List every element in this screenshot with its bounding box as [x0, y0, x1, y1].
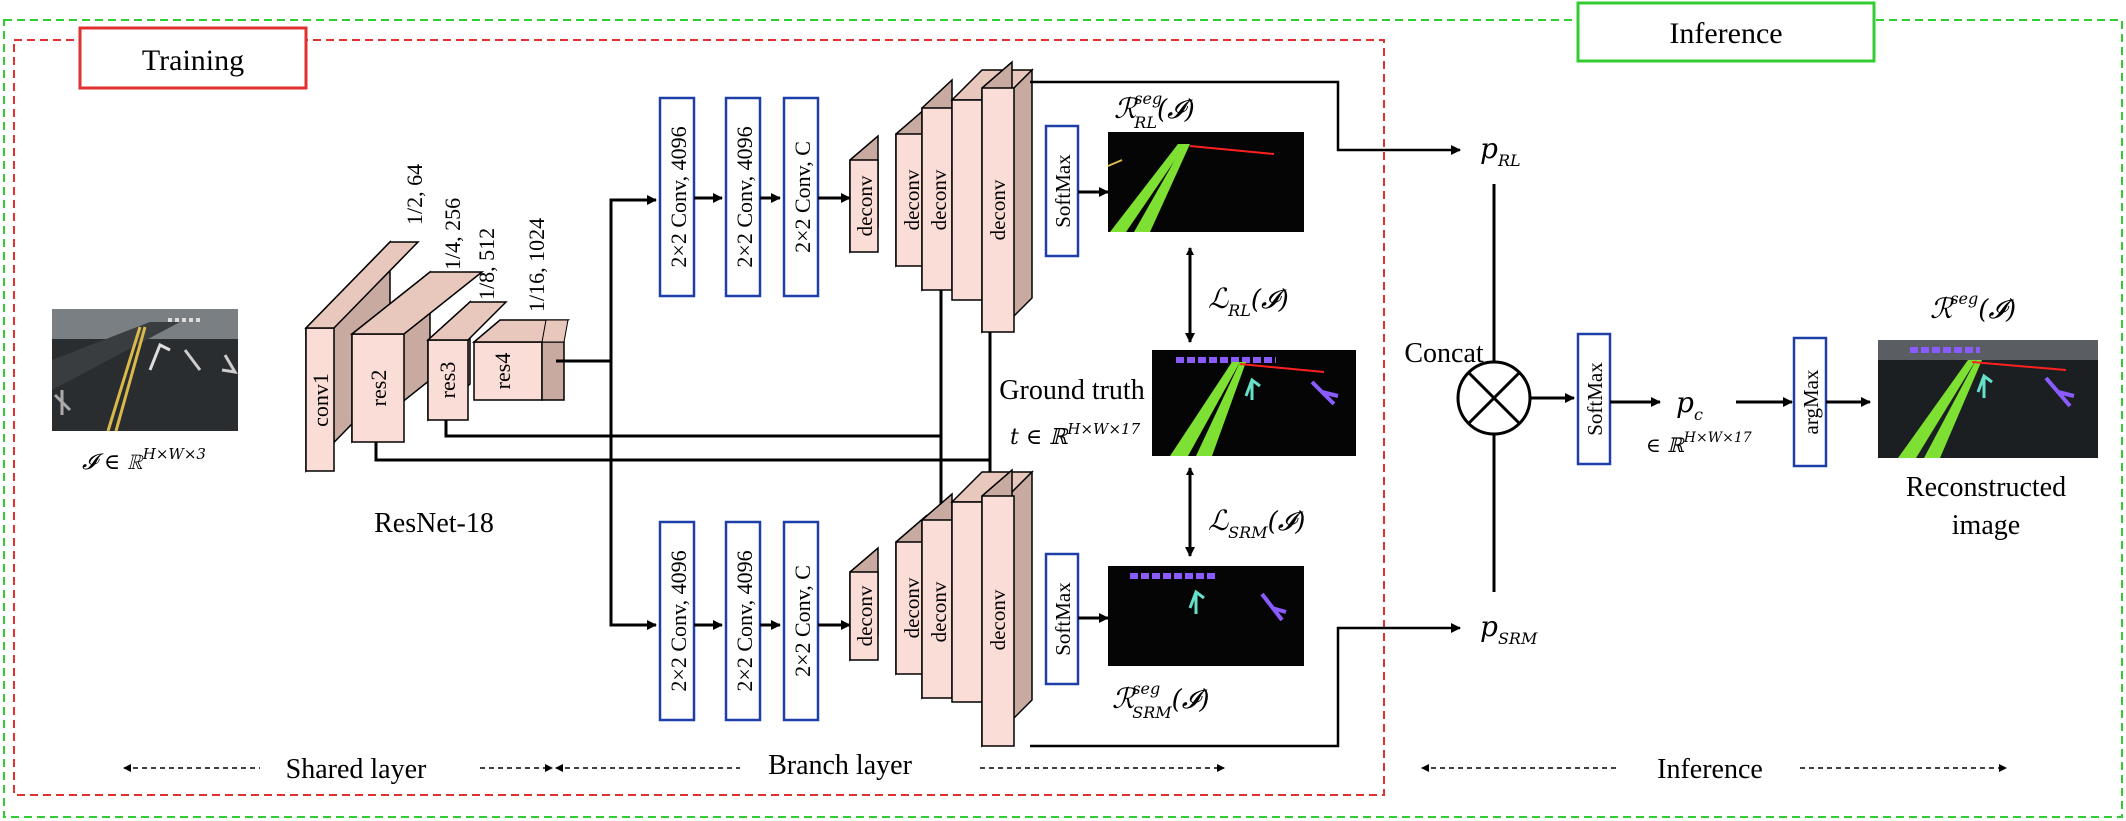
lower-softmax-label: SoftMax [1051, 582, 1075, 656]
concat-label: Concat [1404, 338, 1484, 369]
p-srm-label: pSRM [1480, 610, 1538, 648]
inference-tag-box [1576, 1, 1876, 63]
backbone-connections [374, 195, 990, 630]
input-caption: 𝓘 ∈ ℝH×W×3 [82, 445, 206, 475]
rseg-label: ℛseg(𝓘) [1930, 289, 2016, 325]
lower-conv-3-label: 2×2 Conv, C [790, 565, 815, 677]
upper-deconv-stack [849, 60, 1034, 334]
block-res3: res3 [435, 362, 460, 399]
upper-conv-3 [782, 96, 820, 298]
concat-operator [1456, 360, 1532, 436]
block-res2: res2 [366, 370, 391, 407]
pc-space: ∈ ℝH×W×17 [1646, 430, 1752, 457]
inference-tag: Inference [1669, 17, 1782, 50]
lower-deconv-2: deconv [900, 577, 924, 638]
loss-rl-label: ℒRL(𝓘) [1208, 282, 1289, 320]
scale-res4: 1/8, 512 [474, 228, 499, 300]
training-tag-box [78, 26, 308, 90]
lower-softmax-box [1044, 552, 1080, 686]
scale-res5: 1/16, 1024 [524, 218, 549, 312]
reconstructed-image [1878, 340, 2098, 458]
branch-layer-label: Branch layer [768, 750, 912, 781]
lower-conv-2-label: 2×2 Conv, 4096 [732, 550, 757, 691]
upper-deconv-3: deconv [927, 169, 951, 230]
lower-deconv-3: deconv [927, 581, 951, 642]
upper-deconv-1: deconv [853, 175, 877, 236]
lower-conv-2 [724, 520, 762, 722]
upper-softmax-label: SoftMax [1051, 154, 1075, 228]
lower-conv-1 [658, 520, 696, 722]
lower-branch [658, 520, 851, 722]
shared-layer-label: Shared layer [286, 754, 427, 785]
loss-srm-label: ℒSRM(𝓘) [1208, 504, 1305, 542]
upper-deconv-2: deconv [900, 169, 924, 230]
argmax-label: argMax [1799, 369, 1823, 434]
lower-conv-3 [782, 520, 820, 722]
training-frame [13, 39, 1385, 796]
outer-inference-frame [3, 19, 2123, 818]
pc-label: pc [1676, 386, 1703, 424]
ground-truth-label: Ground truth [999, 375, 1144, 406]
block-conv1: conv1 [308, 373, 333, 427]
scale-res2: 1/2, 64 [402, 164, 427, 225]
lower-conv-1-label: 2×2 Conv, 4096 [666, 550, 691, 691]
lower-deconv-stack [849, 468, 1034, 748]
reconstructed-line1: Reconstructed [1906, 472, 2066, 503]
rl-output-image [1107, 132, 1304, 232]
training-tag: Training [142, 44, 244, 77]
upper-deconv-4: deconv [986, 179, 1010, 240]
output-wires [1030, 80, 1461, 748]
argmax-box [1792, 336, 1828, 468]
lower-deconv-1: deconv [853, 585, 877, 646]
upper-conv-3-label: 2×2 Conv, C [790, 141, 815, 253]
reconstructed-line2: image [1952, 510, 2020, 541]
srm-output-image [1108, 566, 1304, 666]
inference-bottom-label: Inference [1657, 754, 1763, 785]
upper-branch [658, 96, 851, 298]
inference-softmax-label: SoftMax [1583, 362, 1607, 436]
resnet-backbone [304, 240, 571, 473]
scale-res3: 1/4, 256 [440, 198, 465, 270]
upper-conv-2-label: 2×2 Conv, 4096 [732, 126, 757, 267]
inference-softmax-box [1576, 332, 1612, 466]
block-res4: res4 [490, 353, 515, 390]
input-image [52, 309, 238, 432]
lower-deconv-4: deconv [986, 589, 1010, 650]
upper-conv-1-label: 2×2 Conv, 4096 [666, 126, 691, 267]
ground-truth-space: t ∈ ℝH×W×17 [1010, 420, 1141, 450]
backbone-name: ResNet-18 [374, 508, 494, 539]
ground-truth-image [1152, 350, 1356, 456]
p-rl-label: pRL [1480, 132, 1521, 170]
